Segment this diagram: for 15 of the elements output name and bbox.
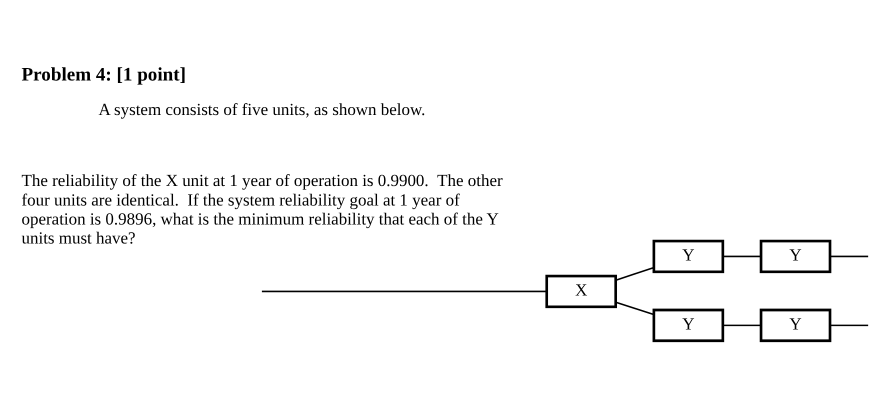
label: The reliability of the X unit at 1 year of operation is 0.9900. The other four units are identical. If the system reliability goal at 1 year of operation is 0.9896, what is the minimum reliability that each of the Y units must have? [22,170,503,247]
node-box: Y [652,308,724,342]
connector [722,255,761,257]
connector [830,324,868,326]
connector [616,301,654,315]
label: A system consists of five units, as shown below. [98,100,426,119]
node-box: Y [760,239,832,273]
connector [830,255,868,257]
node-box: Y [760,308,832,342]
connector [262,290,547,292]
connector [616,266,654,280]
node-box: X [545,274,617,308]
connector [722,324,761,326]
diagram-title: Problem 4: [1 point] [22,64,186,86]
node-box: Y [652,239,724,273]
